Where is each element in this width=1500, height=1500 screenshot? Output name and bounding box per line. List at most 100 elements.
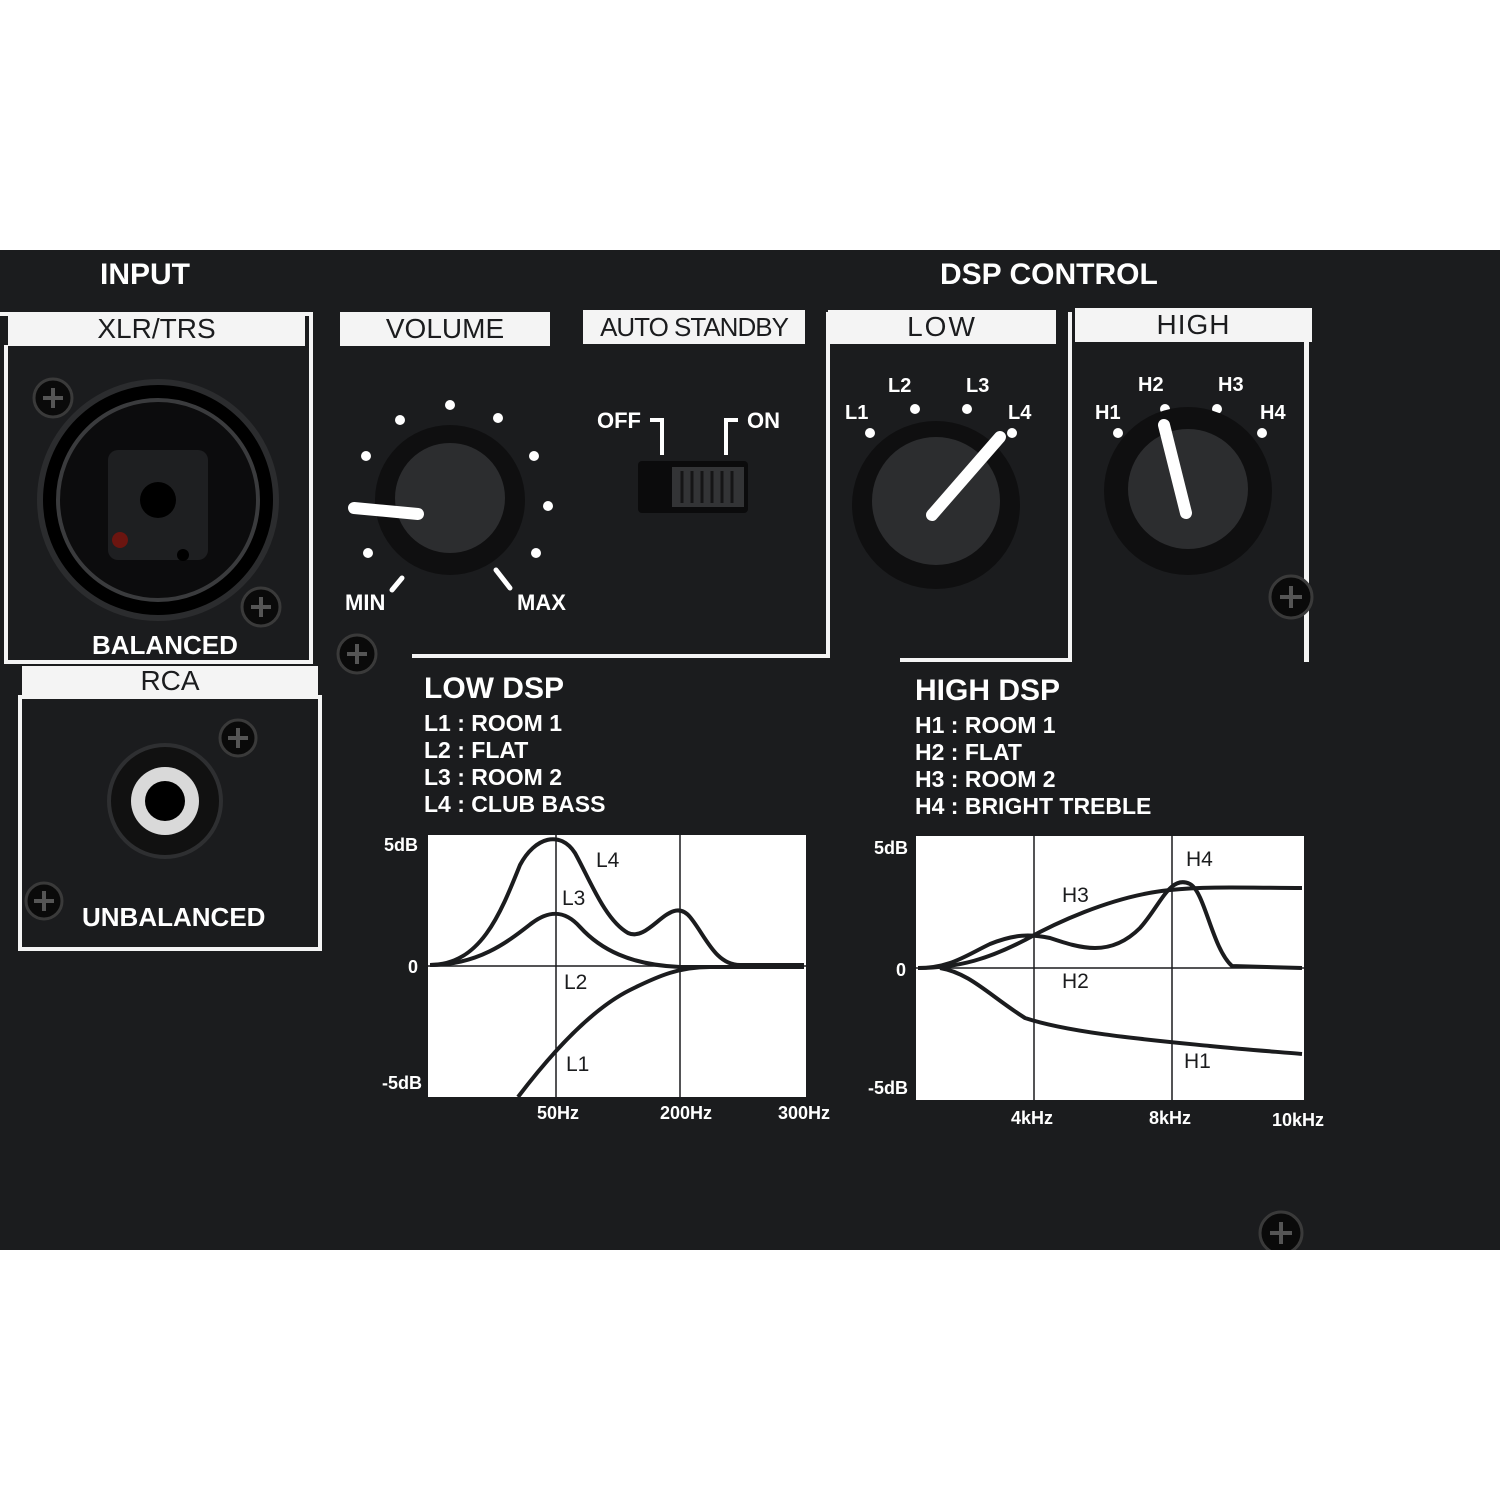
low-y-label: 5dB (384, 835, 418, 855)
low-y-label: 0 (408, 957, 418, 977)
low-x-label: 200Hz (660, 1103, 712, 1123)
dsp-control-title: DSP CONTROL (940, 258, 1158, 291)
screw-icon (1268, 574, 1314, 620)
input-title: INPUT (100, 258, 190, 291)
rca-frame-right (318, 695, 322, 951)
low-x-label: 50Hz (537, 1103, 579, 1123)
high-curve-label: H4 (1186, 848, 1213, 871)
low-position-l3: L3 (966, 375, 990, 397)
low-frame-bottom (900, 658, 1072, 662)
screw-icon (240, 586, 282, 628)
high-x-label: 4kHz (1011, 1108, 1053, 1128)
xlr-frame-top-left (0, 312, 8, 316)
high-y-label: 5dB (874, 838, 908, 858)
high-dsp-legend-item: H1 : ROOM 1 (915, 712, 1056, 738)
low-position-l4: L4 (1008, 402, 1032, 424)
high-curve-h3 (917, 885, 1303, 970)
high-position-h3: H3 (1218, 374, 1244, 396)
auto-standby-off-label: OFF (597, 408, 641, 433)
low-curve-label: L3 (562, 887, 585, 910)
low-curve-l4 (429, 837, 804, 967)
low-scale-dots (865, 404, 1017, 438)
control-frame-divider (826, 312, 830, 658)
high-position-h2: H2 (1138, 374, 1164, 396)
on-bracket (724, 418, 738, 455)
high-curve-h1 (939, 966, 1303, 1056)
low-curve-label: L4 (596, 849, 620, 872)
high-y-label: 0 (896, 960, 906, 980)
min-tick (389, 575, 405, 593)
volume-knob[interactable] (348, 425, 525, 575)
high-position-h1: H1 (1095, 402, 1121, 424)
auto-standby-on-label: ON (747, 408, 780, 433)
high-dsp-response-graph: H4 H3 H2 H1 5dB 0 -5dB 4kHz 8kHz 10kHz (868, 836, 1324, 1130)
low-position-l1: L1 (845, 402, 869, 424)
low-dsp-response-graph: L4 L3 L2 L1 5dB 0 -5dB 50Hz 200Hz 300Hz (382, 835, 830, 1123)
control-frame-bottom (412, 654, 830, 658)
high-dsp-legend-item: H2 : FLAT (915, 739, 1022, 765)
xlr-pin-1 (112, 532, 128, 548)
low-curve-label: L2 (564, 971, 587, 994)
off-bracket (650, 418, 664, 455)
high-curve-label: H1 (1184, 1050, 1211, 1073)
high-dsp-selector-label: HIGH (1075, 308, 1312, 342)
rca-frame-top (18, 695, 318, 699)
max-tick (493, 567, 513, 591)
low-dsp-knob[interactable] (852, 421, 1020, 589)
xlr-trs-socket (140, 482, 176, 518)
high-knob-pointer (1158, 419, 1192, 519)
xlr-combo-jack[interactable] (8, 350, 308, 670)
high-dsp-knob[interactable] (1104, 407, 1272, 575)
screw-icon (1258, 1210, 1304, 1250)
high-frame-right (1304, 312, 1309, 662)
auto-standby-label: AUTO STANDBY (583, 310, 805, 344)
high-curve-label: H3 (1062, 884, 1089, 907)
low-y-label: -5dB (382, 1073, 422, 1093)
high-dsp-legend-item: H4 : BRIGHT TREBLE (915, 793, 1152, 819)
volume-knob-area (348, 400, 553, 593)
volume-max-label: MAX (517, 590, 566, 615)
high-curve-h4 (917, 880, 1303, 970)
low-dsp-legend: L1 : ROOM 1 L2 : FLAT L3 : ROOM 2 L4 : C… (424, 710, 605, 818)
volume-scale-dots (361, 400, 553, 558)
high-dsp-knob-area (1104, 404, 1272, 575)
rca-frame-bottom (18, 947, 322, 951)
low-frame-right (1068, 312, 1072, 658)
rca-label: RCA (22, 666, 318, 696)
low-curve-l1 (516, 965, 804, 1099)
low-knob-pointer (926, 431, 1006, 521)
screw-icon (24, 881, 64, 921)
high-x-label: 8kHz (1149, 1108, 1191, 1128)
unbalanced-label: UNBALANCED (82, 902, 266, 932)
low-dsp-title: LOW DSP (424, 672, 564, 705)
speaker-rear-panel: INPUT XLR/TRS BALANCED RCA (0, 250, 1500, 1250)
high-dsp-title: HIGH DSP (915, 674, 1061, 707)
xlr-frame-left (4, 345, 8, 664)
xlr-pin-3 (177, 549, 189, 561)
screw-icon (32, 377, 74, 419)
high-curve-label: H2 (1062, 970, 1089, 993)
balanced-label: BALANCED (92, 630, 238, 660)
high-dsp-legend-item: H3 : ROOM 2 (915, 766, 1056, 792)
low-position-l2: L2 (888, 375, 912, 397)
xlr-frame-bottom (8, 660, 313, 664)
low-dsp-knob-area (852, 404, 1020, 589)
volume-min-label: MIN (345, 590, 386, 615)
rca-frame-left (18, 695, 22, 951)
high-dsp-legend: H1 : ROOM 1 H2 : FLAT H3 : ROOM 2 H4 : B… (915, 712, 1151, 820)
rca-jack-hole (145, 781, 185, 821)
high-position-h4: H4 (1260, 402, 1286, 424)
low-dsp-legend-item: L2 : FLAT (424, 737, 529, 763)
screw-icon (218, 718, 258, 758)
rca-jack[interactable] (20, 705, 320, 945)
xlr-trs-label: XLR/TRS (8, 312, 305, 346)
volume-label: VOLUME (340, 312, 550, 346)
auto-standby-switch-area (638, 418, 748, 513)
low-dsp-legend-item: L1 : ROOM 1 (424, 710, 563, 736)
auto-standby-slide-switch[interactable] (638, 461, 748, 513)
low-x-label: 300Hz (778, 1103, 830, 1123)
high-y-label: -5dB (868, 1078, 908, 1098)
high-x-label: 10kHz (1272, 1110, 1324, 1130)
low-curve-l3 (429, 911, 804, 969)
xlr-frame-right (309, 312, 313, 664)
